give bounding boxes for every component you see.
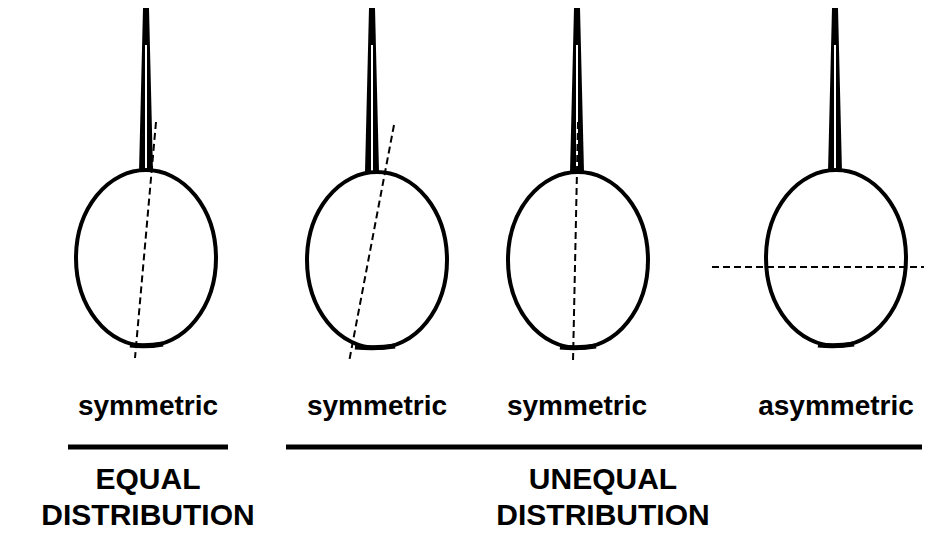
pipette-bore xyxy=(371,45,373,172)
cell-pole xyxy=(130,344,163,346)
pipette xyxy=(139,8,153,172)
cleavage-plane xyxy=(573,122,578,362)
pipette xyxy=(365,8,379,172)
pipette-bore xyxy=(145,45,147,172)
cell-pole xyxy=(355,346,395,348)
pipette xyxy=(828,8,842,172)
cell-pole xyxy=(818,344,854,346)
division-type-label: symmetric xyxy=(78,390,218,422)
division-type-label: symmetric xyxy=(307,390,447,422)
division-type-label: asymmetric xyxy=(758,390,914,422)
cell-outline xyxy=(508,172,648,348)
group-bar xyxy=(68,445,228,450)
group-bar xyxy=(286,445,922,450)
group-label: UNEQUAL DISTRIBUTION xyxy=(473,461,733,533)
cleavage-plane xyxy=(349,125,394,362)
cell-outline xyxy=(76,170,216,346)
pipette-bore xyxy=(834,45,836,172)
cleavage-plane xyxy=(135,122,156,358)
pipette-bore xyxy=(576,45,578,172)
cell-pole xyxy=(560,346,596,348)
division-type-label: symmetric xyxy=(507,390,647,422)
cleavage-plane xyxy=(712,266,924,268)
cell-outline xyxy=(307,172,447,348)
cell-outline xyxy=(766,170,906,346)
group-label: EQUAL DISTRIBUTION xyxy=(18,461,278,533)
